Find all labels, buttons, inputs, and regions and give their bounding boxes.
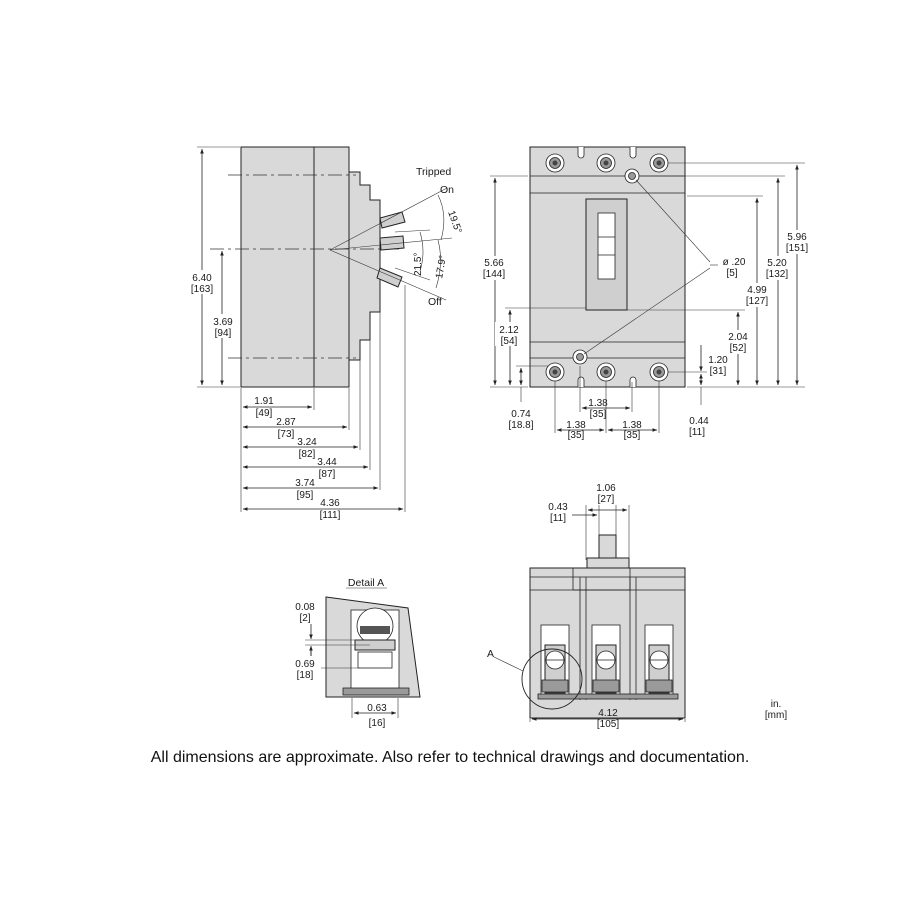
terminal-pocket-icon	[591, 624, 621, 696]
dim-566: 5.66	[484, 258, 504, 269]
dim-depth-2-mm: [73]	[278, 429, 295, 440]
dim-204: 2.04	[728, 332, 748, 343]
detail-a-title: Detail A	[348, 577, 384, 589]
terminal-screw-icon	[596, 153, 616, 173]
dim-depth-5: 3.74	[295, 478, 315, 489]
dim-height-center: 3.69	[213, 317, 233, 328]
dim-044-mm: [11]	[689, 427, 705, 438]
terminal-screw-icon	[545, 362, 565, 382]
dim-width-total-mm: [105]	[597, 719, 619, 730]
footer-note: All dimensions are approximate. Also ref…	[150, 749, 750, 766]
dim-566-mm: [144]	[483, 269, 505, 280]
dim-detail-1: 0.08	[295, 602, 315, 613]
dim-depth-3-mm: [82]	[299, 449, 316, 460]
dim-pitch-top: 1.38	[588, 398, 608, 409]
mounting-hole-icon	[572, 349, 588, 365]
dim-height-center-mm: [94]	[215, 328, 232, 339]
label-tripped: Tripped	[416, 166, 451, 178]
dim-height-total-mm: [163]	[191, 284, 213, 295]
mounting-hole-icon	[624, 168, 640, 184]
dim-pitch-left: 1.38	[566, 420, 586, 431]
dim-detail-1-mm: [2]	[299, 613, 310, 624]
dim-depth-4: 3.44	[317, 457, 337, 468]
dim-depth-6-mm: [111]	[320, 510, 341, 521]
handle-toggle	[597, 212, 616, 280]
dim-596-mm: [151]	[786, 243, 808, 254]
dim-120: 1.20	[708, 355, 728, 366]
dim-044: 0.44	[689, 416, 709, 427]
dim-detail-3-mm: [16]	[369, 718, 386, 729]
dim-handle-offset-mm: [11]	[550, 513, 566, 524]
terminal-pocket-icon	[540, 624, 570, 696]
dim-212: 2.12	[499, 325, 519, 336]
handle-tripped	[379, 235, 405, 251]
dim-hole-dia: ø .20	[723, 257, 746, 268]
dim-596: 5.96	[787, 232, 807, 243]
terminal-pocket-icon	[644, 624, 674, 696]
dim-074-mm: [18.8]	[508, 420, 533, 431]
dim-pitch-right: 1.38	[622, 420, 642, 431]
dim-depth-6: 4.36	[320, 498, 340, 509]
front-view: ø .20 [5] 5.66 [144] 2.12 [54] 0.74 [18.…	[480, 146, 814, 441]
units-inch: in.	[771, 699, 782, 710]
dim-depth-5-mm: [95]	[297, 490, 314, 501]
dim-width-total: 4.12	[598, 708, 618, 719]
dim-height-total: 6.40	[192, 273, 212, 284]
dim-520-mm: [132]	[766, 269, 788, 280]
angle-21-5: 21.5°	[413, 253, 424, 276]
dim-depth-3: 3.24	[297, 437, 317, 448]
dim-detail-2: 0.69	[295, 659, 315, 670]
dim-499-mm: [127]	[746, 296, 768, 307]
angle-17-9: 17.9°	[434, 254, 449, 279]
side-body-rear	[240, 146, 315, 388]
terminal-screw-icon	[649, 362, 669, 382]
side-view: Tripped On Off 19.5° 21.5° 17.9° 6.40 [1…	[187, 146, 464, 521]
terminal-screw-icon	[596, 362, 616, 382]
angle-19-5: 19.5°	[445, 209, 463, 235]
dim-212-mm: [54]	[501, 336, 518, 347]
side-body-front	[348, 171, 381, 361]
bottom-handle-base	[586, 557, 630, 569]
dim-pitch-top-mm: [35]	[590, 409, 607, 420]
dim-depth-1: 1.91	[254, 396, 274, 407]
terminal-screw-icon	[545, 153, 565, 173]
terminal-screw-icon	[649, 153, 669, 173]
front-body	[529, 146, 686, 388]
dim-204-mm: [52]	[730, 343, 747, 354]
dim-499: 4.99	[747, 285, 767, 296]
bottom-view: A 1.06 [27] 0.43 [11] 4.12 [105] in. [mm…	[487, 483, 787, 730]
dim-hole-dia-mm: [5]	[726, 268, 737, 279]
detail-a-marker: A	[487, 648, 494, 660]
dim-handle-width: 1.06	[596, 483, 616, 494]
dim-120-mm: [31]	[710, 366, 727, 377]
dim-074: 0.74	[511, 409, 531, 420]
handle-off	[376, 267, 403, 288]
dim-pitch-right-mm: [35]	[624, 430, 641, 441]
dim-detail-2-mm: [18]	[297, 670, 314, 681]
dim-depth-1-mm: [49]	[256, 408, 273, 419]
side-body-mid	[313, 146, 350, 388]
label-off: Off	[428, 296, 442, 308]
dim-depth-2: 2.87	[276, 417, 296, 428]
dim-detail-3: 0.63	[367, 703, 387, 714]
handle-on	[379, 211, 406, 229]
detail-a: Detail A 0.08 [2] 0.69 [18] 0.63 [16]	[293, 577, 421, 729]
dim-pitch-left-mm: [35]	[568, 430, 585, 441]
units-mm: [mm]	[765, 710, 787, 721]
dim-520: 5.20	[767, 258, 787, 269]
dim-handle-offset: 0.43	[548, 502, 568, 513]
dim-handle-width-mm: [27]	[598, 494, 615, 505]
label-on: On	[440, 184, 454, 196]
dim-depth-4-mm: [87]	[319, 469, 336, 480]
detail-a-circle	[521, 648, 583, 710]
